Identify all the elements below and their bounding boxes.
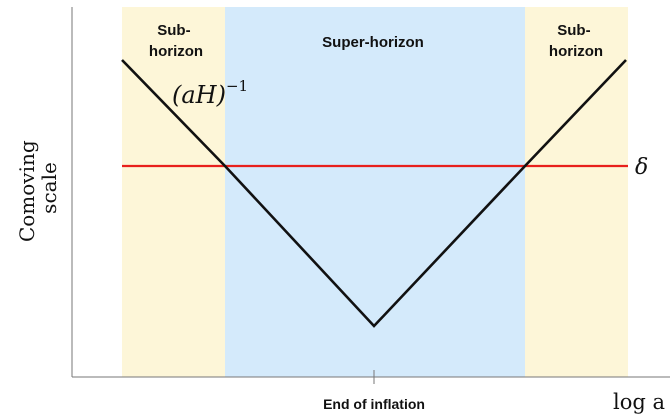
x-axis-label: log a: [613, 390, 665, 414]
delta-label: δ: [635, 155, 648, 180]
region-sub-horizon-left: [122, 7, 225, 377]
region-label-sub-horizon-right: Sub- horizon: [549, 22, 603, 60]
curve-label: (aH)−1: [172, 77, 248, 109]
region-label-super-horizon: Super-horizon: [322, 34, 424, 51]
x-tick-label: End of inflation: [323, 396, 425, 412]
region-super-horizon: [225, 7, 525, 377]
region-label-sub-horizon-left: Sub- horizon: [149, 22, 203, 60]
y-axis-label: Comoving scale: [15, 134, 61, 242]
comoving-hubble-radius-curve: [121, 59, 627, 328]
region-sub-horizon-right: [525, 7, 628, 377]
